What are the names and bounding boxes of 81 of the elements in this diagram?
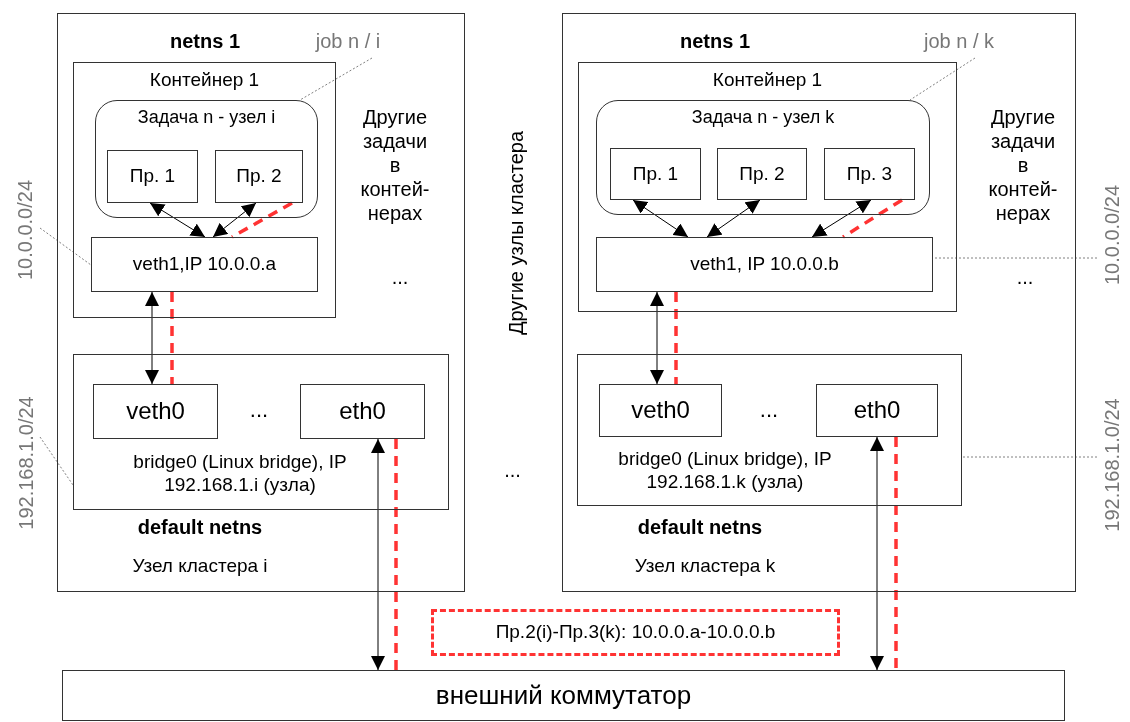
cluster-node-box xyxy=(562,13,1076,592)
arrow xyxy=(650,291,664,385)
process-box xyxy=(610,148,701,200)
note-text: Другие задачи в контей- нерах xyxy=(359,105,431,226)
box-label: veth1, IP 10.0.0.b xyxy=(689,252,840,277)
box-label: eth0 xyxy=(338,396,387,427)
arrow xyxy=(212,202,257,238)
node-caption: Узел кластера i xyxy=(131,553,269,578)
bridge-box xyxy=(577,354,962,506)
container-box xyxy=(578,62,957,312)
box-label: Пр.2(i)-Пр.3(k): 10.0.0.a-10.0.0.b xyxy=(494,620,777,645)
leader-line xyxy=(299,57,373,101)
arrow xyxy=(145,291,159,385)
process-box xyxy=(215,150,303,203)
ellipsis: ... xyxy=(758,395,780,424)
bridge-box xyxy=(73,354,449,510)
cluster-node-box xyxy=(57,13,465,592)
subnet-label: 192.168.1.0/24 xyxy=(10,370,40,555)
traffic-path-line xyxy=(170,292,174,384)
box-label: Пр. 1 xyxy=(128,164,177,189)
arrow xyxy=(371,438,385,671)
container-title: Контейнер 1 xyxy=(148,67,261,92)
box-label: veth0 xyxy=(630,395,691,426)
subnet-label: 10.0.0.0/24 xyxy=(1097,160,1127,310)
task-title: Задача n - узел k xyxy=(690,106,836,130)
box-label: Пр. 2 xyxy=(738,161,786,186)
cluster-nodes-label: Другие узлы кластера xyxy=(503,129,528,337)
ellipsis: ... xyxy=(1015,265,1035,290)
task-box xyxy=(95,100,318,218)
traffic-path-line xyxy=(394,439,398,670)
interface-box xyxy=(816,384,938,437)
box-label: eth0 xyxy=(852,395,902,426)
traffic-path-line xyxy=(231,201,293,239)
task-title: Задача n - узел i xyxy=(136,106,277,130)
process-box xyxy=(107,150,198,203)
bridge-text: bridge0 (Linux bridge), IP 192.168.1.i (узла) xyxy=(132,450,348,497)
traffic-path-line xyxy=(674,292,678,384)
interface-box xyxy=(599,384,722,437)
task-box xyxy=(596,100,930,215)
leader-line xyxy=(909,57,976,101)
container-box xyxy=(73,62,336,318)
job-label: job n / k xyxy=(905,24,1013,58)
process-box xyxy=(824,148,915,200)
note-box xyxy=(431,609,840,656)
box-label: veth1,IP 10.0.0.a xyxy=(131,252,278,277)
leader-line xyxy=(961,456,1098,458)
ellipsis: ... xyxy=(248,395,270,424)
namespace-heading: default netns xyxy=(636,515,764,540)
box-label: Пр. 2 xyxy=(235,164,283,189)
box-label: veth0 xyxy=(125,396,186,427)
arrow xyxy=(706,199,761,238)
namespace-heading: netns 1 xyxy=(169,29,241,54)
interface-box xyxy=(93,384,218,439)
container-title: Контейнер 1 xyxy=(711,67,824,92)
leader-line xyxy=(932,257,1098,259)
arrow xyxy=(811,199,872,238)
traffic-path-line xyxy=(894,437,898,670)
switch-box xyxy=(62,670,1065,721)
arrow xyxy=(632,199,689,238)
note-text: Другие задачи в контей- нерах xyxy=(987,105,1059,226)
ellipsis: ... xyxy=(390,265,410,290)
box-label: Пр. 3 xyxy=(845,161,894,186)
namespace-heading: default netns xyxy=(136,515,264,540)
interface-box xyxy=(300,384,425,439)
interface-box xyxy=(596,237,933,292)
subnet-label: 10.0.0.0/24 xyxy=(10,160,40,300)
leader-line xyxy=(39,436,74,486)
arrow xyxy=(870,436,884,671)
box-label: внешний коммутатор xyxy=(434,678,693,712)
ellipsis: ... xyxy=(503,458,522,483)
interface-box xyxy=(91,237,318,292)
leader-line xyxy=(39,227,92,266)
namespace-heading: netns 1 xyxy=(679,29,751,54)
traffic-path-line xyxy=(842,198,903,239)
job-label: job n / i xyxy=(296,24,400,58)
arrow xyxy=(149,202,206,238)
bridge-text: bridge0 (Linux bridge), IP 192.168.1.k (узла) xyxy=(617,447,833,494)
process-box xyxy=(717,148,807,200)
subnet-label: 192.168.1.0/24 xyxy=(1097,370,1127,560)
node-caption: Узел кластера k xyxy=(633,553,777,578)
box-label: Пр. 1 xyxy=(631,161,680,186)
